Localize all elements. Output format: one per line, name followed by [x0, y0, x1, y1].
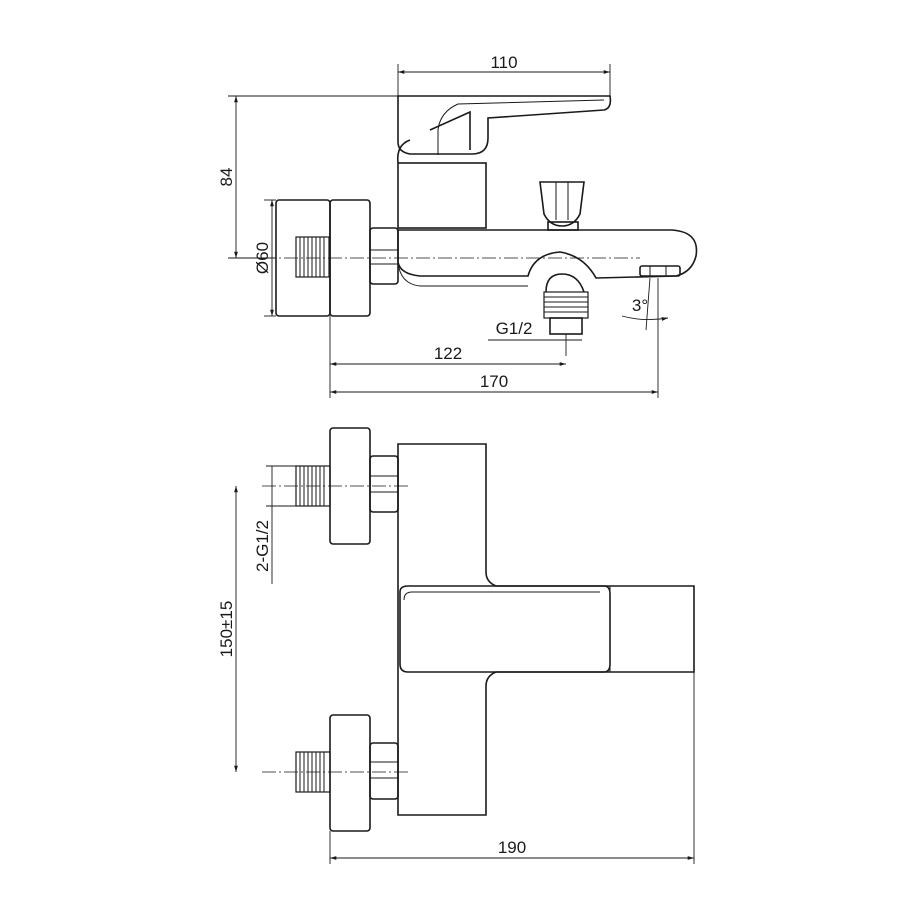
- diverter-knob: [539, 181, 585, 231]
- handle-top: [399, 585, 611, 673]
- dim-inlet-threads-label: 2-G1/2: [253, 520, 272, 572]
- dim-inlet-spacing: 150±15: [217, 486, 238, 772]
- dim-84-label: 84: [217, 168, 236, 187]
- dim-diameter-label: Ø60: [253, 242, 272, 274]
- body-top: [397, 443, 695, 816]
- spout: [397, 229, 698, 287]
- lower-inlet: [295, 714, 399, 832]
- dim-angle: 3°: [621, 277, 669, 331]
- dim-110-label: 110: [490, 53, 517, 72]
- dim-thread-label: G1/2: [496, 319, 533, 338]
- dim-84: 84: [217, 95, 398, 259]
- dim-122-label: 122: [434, 344, 462, 363]
- dim-190-label: 190: [498, 838, 526, 857]
- side-view: 110 84 Ø60 G1/2 122: [217, 53, 698, 398]
- dim-inlet-threads: 2-G1/2: [253, 465, 296, 584]
- dim-diameter: Ø60: [253, 199, 276, 317]
- lever-handle: [397, 95, 612, 155]
- dim-inlet-spacing-label: 150±15: [217, 601, 236, 658]
- dim-thread: G1/2: [488, 319, 582, 356]
- dim-170: 170: [330, 278, 659, 398]
- wall-flange: [275, 199, 399, 317]
- dim-110: 110: [397, 53, 611, 96]
- dim-170-label: 170: [480, 372, 508, 391]
- top-view: 2-G1/2 150±15 190: [217, 427, 695, 864]
- dim-190: 190: [329, 672, 695, 864]
- dim-angle-label: 3°: [632, 296, 648, 315]
- dim-122: 122: [329, 316, 566, 398]
- shower-outlet: [543, 273, 589, 335]
